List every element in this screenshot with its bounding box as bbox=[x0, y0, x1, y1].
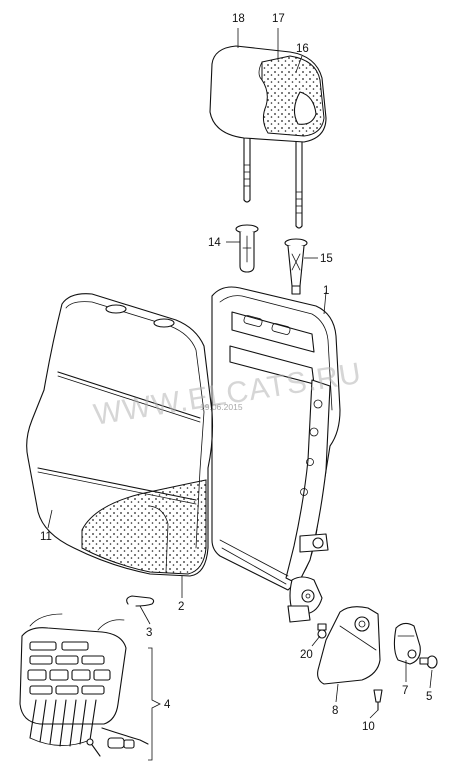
callout-18: 18 bbox=[232, 13, 245, 25]
callout-7: 7 bbox=[402, 685, 408, 697]
date-stamp: 19.06.2015 bbox=[200, 402, 243, 412]
callout-10: 10 bbox=[362, 721, 375, 733]
callout-16: 16 bbox=[296, 43, 309, 55]
callout-labels: 18 17 16 14 15 1 11 2 3 4 7 5 8 10 20 bbox=[40, 13, 432, 733]
trim-cover[interactable] bbox=[317, 606, 381, 685]
callout-4: 4 bbox=[164, 699, 171, 711]
callout-3: 3 bbox=[146, 627, 152, 639]
callout-14: 14 bbox=[208, 237, 221, 249]
callout-2: 2 bbox=[178, 601, 184, 613]
backrest-padding-dotted[interactable] bbox=[81, 479, 207, 575]
lumbar-slats bbox=[27, 641, 111, 695]
screw[interactable] bbox=[419, 655, 438, 669]
headrest-foam-cutaway bbox=[261, 55, 325, 137]
callout-5: 5 bbox=[426, 691, 432, 703]
headrest-rods bbox=[243, 127, 303, 229]
lever[interactable] bbox=[393, 622, 421, 665]
clip[interactable] bbox=[126, 595, 155, 607]
clip-bottom[interactable] bbox=[373, 689, 383, 711]
guide-sleeve-right[interactable] bbox=[284, 238, 308, 295]
callout-11: 11 bbox=[40, 531, 52, 543]
callout-8: 8 bbox=[332, 705, 338, 717]
lumbar-fingers bbox=[29, 699, 97, 747]
callout-17: 17 bbox=[272, 13, 285, 25]
callout-20: 20 bbox=[300, 649, 313, 661]
lumbar-support-assembly[interactable] bbox=[19, 613, 149, 757]
leader-lines bbox=[47, 28, 433, 761]
headrest[interactable] bbox=[209, 45, 327, 229]
backrest-frame[interactable] bbox=[211, 286, 341, 623]
callout-15: 15 bbox=[320, 253, 333, 265]
fastener[interactable] bbox=[317, 623, 327, 639]
callout-1: 1 bbox=[323, 285, 329, 297]
guide-sleeve-left[interactable] bbox=[235, 224, 259, 273]
